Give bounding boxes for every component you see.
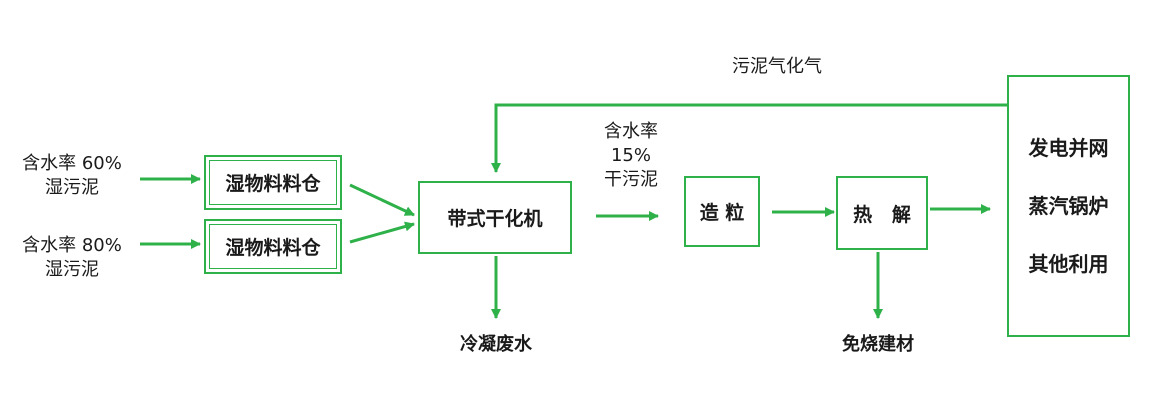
granulator-label: 造 粒 — [699, 202, 745, 224]
gas-label: 污泥气化气 — [732, 56, 822, 77]
dry-sludge-line3: 干污泥 — [604, 169, 658, 190]
dry-sludge-line2: 15% — [610, 145, 651, 166]
input-label-80: 含水率 80% 湿污泥 — [14, 234, 130, 282]
input-80-moisture: 含水率 80% — [22, 235, 122, 256]
utilization-box: 发电并网 蒸汽锅炉 其他利用 — [1007, 75, 1130, 337]
belt-dryer-label: 带式干化机 — [447, 208, 543, 230]
input-label-60: 含水率 60% 湿污泥 — [14, 152, 130, 200]
wet-material-bin-2: 湿物料料仓 — [204, 219, 342, 274]
input-60-name: 湿污泥 — [45, 177, 99, 198]
wet-material-bin-1: 湿物料料仓 — [204, 155, 342, 210]
use-other: 其他利用 — [1028, 252, 1109, 276]
pyrolysis-label: 热 解 — [853, 203, 911, 226]
input-60-moisture: 含水率 60% — [22, 153, 122, 174]
use-power-grid: 发电并网 — [1028, 136, 1109, 160]
arrow-bin2-to-dryer — [349, 221, 415, 244]
input-80-name: 湿污泥 — [45, 259, 99, 280]
pyrolysis-box: 热 解 — [836, 176, 928, 250]
bin-2-label: 湿物料料仓 — [225, 237, 321, 259]
arrow-bin1-to-dryer — [349, 183, 415, 217]
dry-sludge-line1: 含水率 — [604, 121, 658, 142]
belt-dryer-box: 带式干化机 — [418, 181, 572, 254]
dry-sludge-label: 含水率 15% 干污泥 — [590, 120, 672, 192]
arrow-gas-recycle — [491, 103, 1008, 173]
building-material-label: 免烧建材 — [842, 334, 914, 355]
use-steam-boiler: 蒸汽锅炉 — [1028, 194, 1109, 218]
bin-1-label: 湿物料料仓 — [225, 173, 321, 195]
granulator-box: 造 粒 — [684, 176, 760, 247]
wastewater-label: 冷凝废水 — [460, 334, 532, 355]
